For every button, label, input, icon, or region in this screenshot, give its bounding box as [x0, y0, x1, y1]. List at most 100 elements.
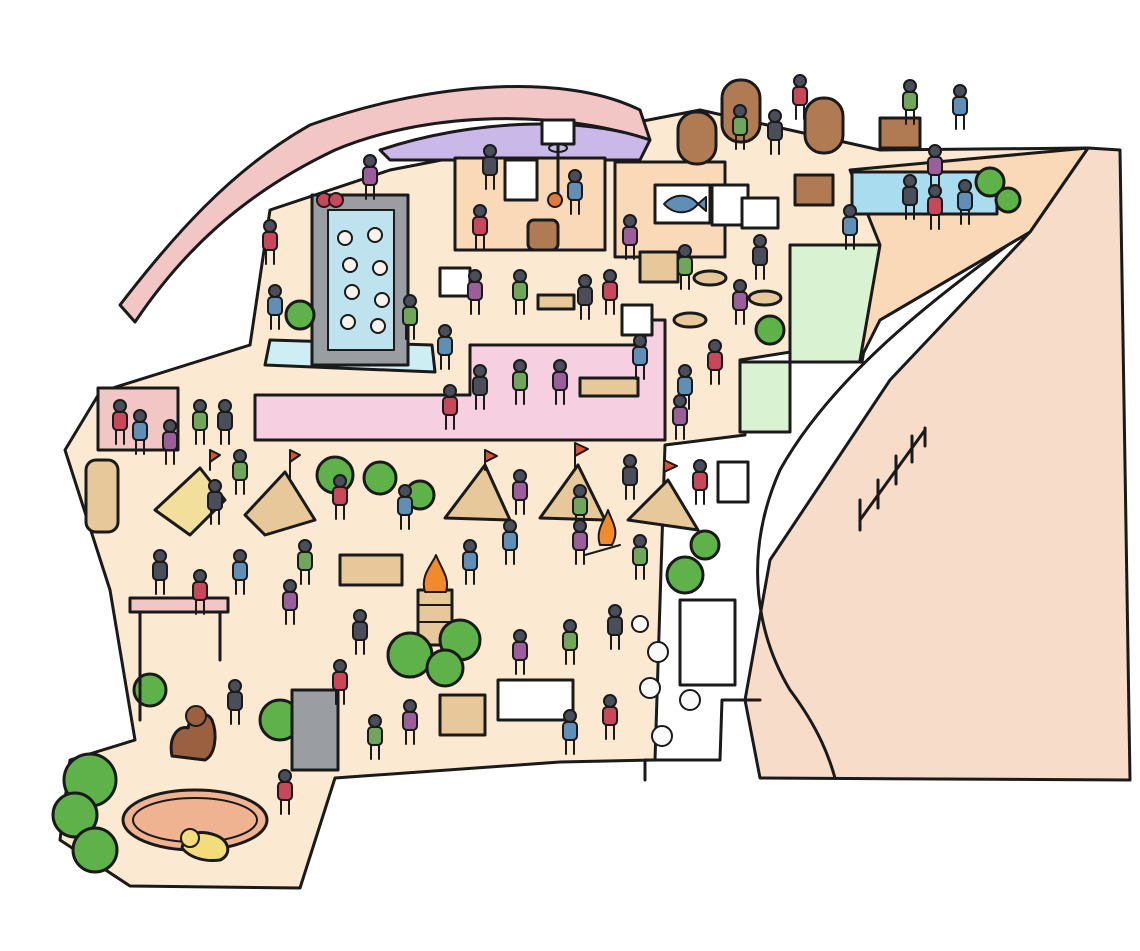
flag [663, 459, 678, 473]
person [227, 679, 243, 725]
screen-face-8 [370, 318, 386, 334]
person [792, 74, 808, 120]
tree-icon [386, 631, 434, 679]
puppy-icon [180, 828, 230, 862]
wicker-chair [803, 96, 845, 155]
person [577, 274, 593, 320]
tree-icon [362, 460, 398, 496]
right-road-edge [756, 233, 1024, 780]
person [902, 174, 918, 220]
person [632, 534, 648, 580]
person [512, 629, 528, 675]
tree-icon [754, 314, 786, 346]
person [562, 709, 578, 755]
person [267, 284, 283, 330]
counter [638, 250, 680, 284]
person [552, 359, 568, 405]
barrel-basket [526, 218, 560, 252]
screen-face-6 [374, 292, 390, 308]
person [367, 714, 383, 760]
round-table [672, 311, 708, 329]
person [437, 324, 453, 370]
person [622, 454, 638, 500]
tree-icon [284, 299, 316, 331]
tree-icon [974, 166, 1006, 198]
soccer-ball-icon [647, 641, 669, 663]
person [442, 384, 458, 430]
person [397, 484, 413, 530]
round-table [747, 289, 783, 307]
person [677, 364, 693, 410]
person [957, 179, 973, 225]
person [262, 219, 278, 265]
table [578, 376, 640, 398]
trees [51, 166, 1022, 874]
tree-icon [132, 672, 168, 708]
screen-face-4 [372, 260, 388, 276]
people-crowd [112, 74, 973, 815]
person [692, 459, 708, 505]
soccer-ball-icon [631, 615, 649, 633]
booth [290, 688, 340, 772]
person [752, 234, 768, 280]
person [282, 579, 298, 625]
person [192, 569, 208, 615]
board [503, 158, 539, 202]
tree-icon [425, 648, 465, 688]
person [572, 484, 588, 530]
person [232, 549, 248, 595]
soccer-ball-icon [639, 677, 661, 699]
wicker-chair [676, 110, 718, 166]
person [132, 409, 148, 455]
screen-face-1 [337, 230, 353, 246]
person [192, 399, 208, 445]
structures [84, 78, 922, 772]
person [402, 699, 418, 745]
right-ground [743, 146, 1132, 782]
screen-face-2 [367, 227, 383, 243]
person [152, 549, 168, 595]
person [472, 364, 488, 410]
bottom-step [643, 698, 762, 782]
person [112, 399, 128, 445]
person [362, 154, 378, 200]
person [462, 539, 478, 585]
person [232, 449, 248, 495]
person [602, 269, 618, 315]
basketball [547, 192, 563, 208]
gate-arch [128, 596, 230, 614]
tree-icon [71, 826, 119, 874]
crate [438, 266, 472, 298]
person [332, 474, 348, 520]
screen-face-5 [344, 284, 360, 300]
person [732, 104, 748, 150]
soccer-ball-icon [679, 689, 701, 711]
person [622, 214, 638, 260]
person [402, 294, 418, 340]
person [572, 519, 588, 565]
person [902, 79, 918, 125]
fence-right [858, 426, 927, 532]
person [732, 279, 748, 325]
soccer-balls [631, 615, 701, 747]
table [536, 293, 576, 311]
person [952, 84, 968, 130]
tents [153, 463, 700, 537]
tent-icon [153, 466, 227, 537]
person [607, 604, 623, 650]
video-screen [310, 192, 410, 367]
person [472, 204, 488, 250]
person [927, 184, 943, 230]
flags [209, 442, 678, 483]
person [217, 399, 233, 445]
sofa [84, 458, 120, 534]
person [632, 334, 648, 380]
purple-court [378, 122, 652, 162]
person [562, 619, 578, 665]
person [297, 539, 313, 585]
person [672, 394, 688, 440]
person [767, 109, 783, 155]
tent-icon [538, 463, 607, 522]
person [842, 204, 858, 250]
tent-icon [443, 463, 512, 522]
